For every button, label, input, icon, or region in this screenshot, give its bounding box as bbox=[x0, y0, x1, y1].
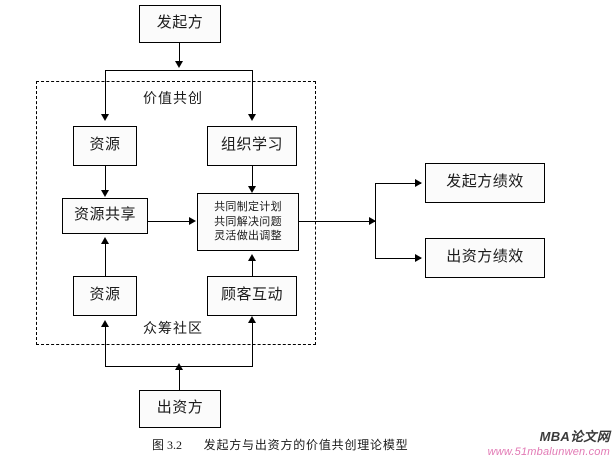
connector-resource-bottom-to-sharing bbox=[105, 241, 106, 276]
node-funder[interactable]: 出资方 bbox=[139, 390, 221, 428]
node-resource-top[interactable]: 资源 bbox=[73, 126, 137, 166]
connector-top-distribution-bar bbox=[105, 70, 253, 71]
arrowhead-resource-sharing-top-in bbox=[101, 190, 109, 197]
connector-bottom-right-branch bbox=[252, 320, 253, 366]
region-label-crowdfunding-community: 众筹社区 bbox=[140, 318, 206, 338]
node-resource-bottom[interactable]: 资源 bbox=[73, 276, 137, 316]
region-label-value-cocreation: 价值共创 bbox=[140, 88, 206, 108]
joint-actions-line-2: 共同解决问题 bbox=[214, 215, 282, 228]
connector-to-funder-performance bbox=[375, 258, 421, 259]
arrowhead-resource-sharing-bottom-in bbox=[101, 237, 109, 244]
figure-caption-title: 发起方与出资方的价值共创理论模型 bbox=[203, 438, 409, 452]
arrowhead-initiator-down bbox=[175, 61, 183, 68]
connector-to-initiator-performance bbox=[375, 183, 421, 184]
figure-caption: 图 3.2 发起方与出资方的价值共创理论模型 bbox=[152, 436, 408, 453]
arrowhead-joint-actions-left-in bbox=[189, 217, 196, 225]
node-organizational-learning[interactable]: 组织学习 bbox=[207, 126, 297, 166]
node-joint-actions[interactable]: 共同制定计划 共同解决问题 灵活做出调整 bbox=[197, 193, 299, 251]
node-customer-interaction[interactable]: 顾客互动 bbox=[207, 276, 297, 316]
connector-resource-top-to-sharing bbox=[105, 166, 106, 192]
watermark-url: www.51mbalunwen.com bbox=[487, 446, 610, 458]
region-value-cocreation-boundary bbox=[36, 81, 316, 345]
arrowhead-initiator-performance-in bbox=[415, 179, 422, 187]
connector-bottom-left-branch bbox=[105, 324, 106, 366]
arrowhead-funder-up bbox=[175, 363, 183, 370]
node-initiator[interactable]: 发起方 bbox=[139, 5, 221, 43]
arrowhead-funder-performance-in bbox=[415, 254, 422, 262]
arrowhead-resource-bottom-in bbox=[101, 320, 109, 327]
arrowhead-joint-actions-bottom-in bbox=[248, 254, 256, 261]
connector-sharing-to-joint-actions bbox=[148, 221, 190, 222]
connector-initiator-down bbox=[179, 43, 180, 63]
connector-learning-to-joint-actions bbox=[252, 166, 253, 188]
node-initiator-performance[interactable]: 发起方绩效 bbox=[425, 163, 545, 203]
connector-customer-interaction-to-joint-actions bbox=[252, 258, 253, 276]
connector-top-left-branch bbox=[105, 70, 106, 115]
arrowhead-organizational-learning-in bbox=[248, 114, 256, 121]
arrowhead-resource-top-in bbox=[101, 114, 109, 121]
node-funder-performance[interactable]: 出资方绩效 bbox=[425, 238, 545, 278]
figure-caption-number: 图 3.2 bbox=[152, 438, 183, 452]
connector-joint-actions-to-outcomes bbox=[299, 221, 375, 222]
watermark-brand: MBA论文网 bbox=[539, 429, 610, 444]
connector-top-right-branch bbox=[252, 70, 253, 115]
connector-outcome-splitter bbox=[375, 183, 376, 259]
connector-funder-up bbox=[179, 366, 180, 390]
joint-actions-line-3: 灵活做出调整 bbox=[214, 230, 282, 243]
arrowhead-outcome-splitter-in bbox=[369, 217, 376, 225]
watermark: MBA论文网 www.51mbalunwen.com bbox=[470, 426, 610, 458]
arrowhead-joint-actions-top-in bbox=[248, 186, 256, 193]
joint-actions-line-1: 共同制定计划 bbox=[214, 200, 282, 213]
node-resource-sharing[interactable]: 资源共享 bbox=[62, 198, 148, 234]
arrowhead-customer-interaction-in bbox=[248, 316, 256, 323]
